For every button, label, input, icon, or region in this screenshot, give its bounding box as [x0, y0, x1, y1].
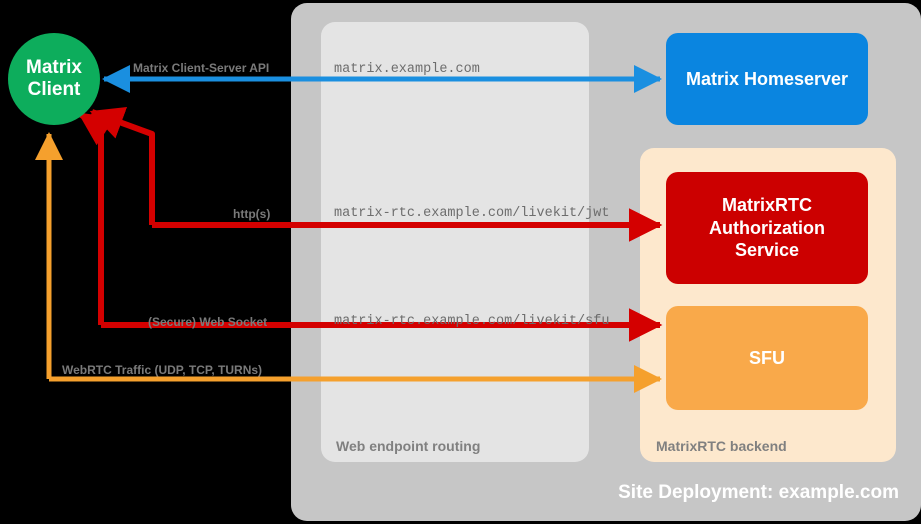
- connection-label-https: http(s): [233, 207, 271, 221]
- endpoint-livekit-jwt-url: matrix-rtc.example.com/livekit/jwt: [334, 206, 610, 221]
- connection-label-webrtc-traffic: WebRTC Traffic (UDP, TCP, TURNs): [62, 363, 263, 377]
- node-matrix-homeserver[interactable]: Matrix Homeserver: [666, 33, 868, 125]
- endpoint-livekit-sfu-url: matrix-rtc.example.com/livekit/sfu: [334, 314, 610, 329]
- connection-label-secure-web-socket: (Secure) Web Socket: [148, 315, 268, 329]
- zone-label-web-endpoint-routing: Web endpoint routing: [336, 438, 481, 454]
- zone-web-endpoint-routing: [321, 22, 589, 462]
- node-sfu-label: SFU: [749, 347, 785, 368]
- zone-label-site-deployment: Site Deployment: example.com: [618, 482, 899, 503]
- connection-label-client-server-api: Matrix Client-Server API: [133, 61, 270, 75]
- node-auth-line1: MatrixRTC: [721, 195, 812, 216]
- zone-label-matrixrtc-backend: MatrixRTC backend: [656, 438, 787, 454]
- node-matrix-client[interactable]: Matrix Client: [8, 33, 100, 125]
- node-matrix-homeserver-label: Matrix Homeserver: [685, 68, 849, 89]
- node-sfu[interactable]: SFU: [666, 306, 868, 410]
- node-matrix-client-line1: Matrix: [26, 57, 82, 79]
- node-matrixrtc-authorization-service[interactable]: MatrixRTC Authorization Service: [666, 172, 868, 284]
- node-auth-line3: Service: [734, 240, 800, 261]
- arrow-websocket-to-client: [78, 111, 116, 325]
- endpoint-matrix-url: matrix.example.com: [334, 62, 480, 77]
- node-matrix-client-line2: Client: [27, 79, 81, 100]
- node-auth-line2: Authorization: [709, 217, 825, 238]
